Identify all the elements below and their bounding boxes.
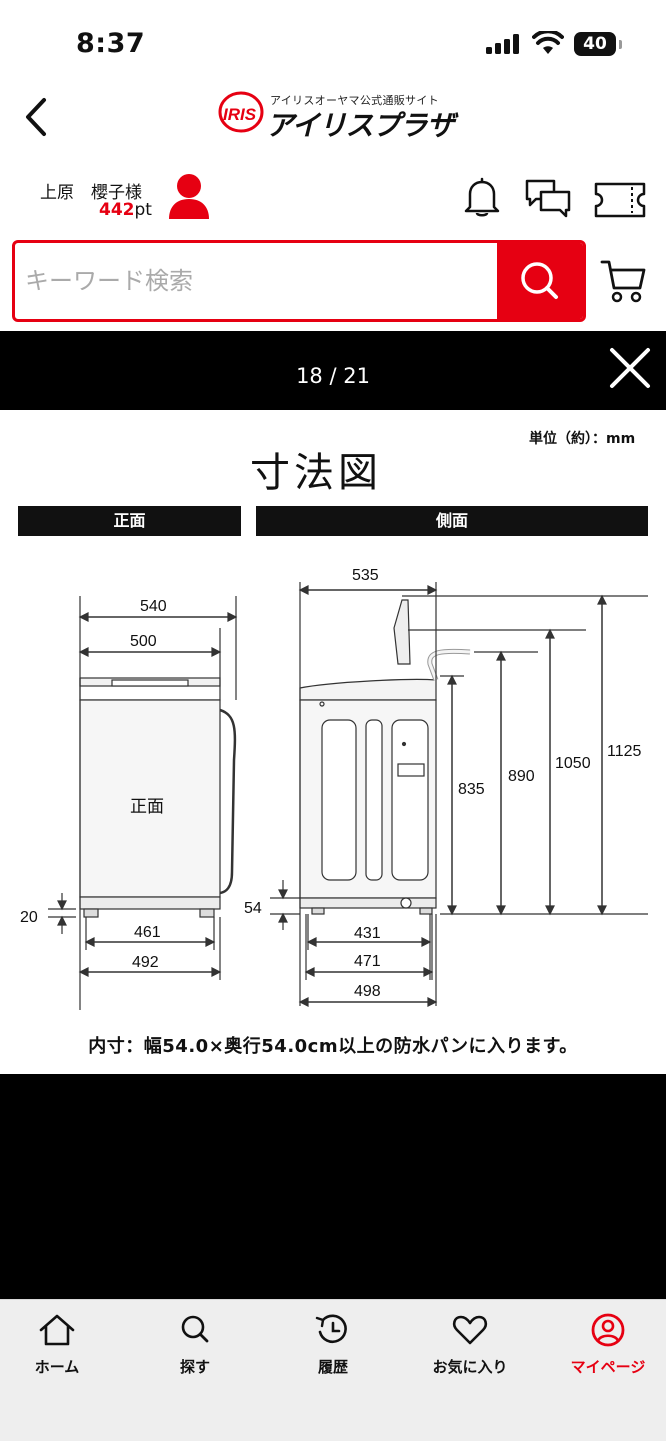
- viewer-background: [0, 1074, 666, 1300]
- bottom-navigation: ホーム 探す 履歴 お気に入り マイページ: [0, 1299, 666, 1441]
- back-button[interactable]: [18, 94, 58, 140]
- close-button[interactable]: [606, 344, 654, 392]
- nav-mypage[interactable]: マイページ: [548, 1300, 666, 1390]
- dim-front-20: 20: [20, 909, 38, 926]
- search-bar: [12, 240, 586, 322]
- nav-history[interactable]: 履歴: [273, 1300, 393, 1390]
- dim-side-890: 890: [508, 768, 535, 785]
- cart-icon[interactable]: [600, 258, 646, 304]
- nav-favorites[interactable]: お気に入り: [410, 1300, 530, 1390]
- dim-front-540: 540: [140, 598, 167, 615]
- home-icon: [39, 1314, 75, 1346]
- waterproof-pan-note: 内寸：幅54.0×奥行54.0cm以上の防水パンに入ります。: [88, 1036, 578, 1057]
- dim-front-500: 500: [130, 633, 157, 650]
- chat-icon[interactable]: [524, 178, 572, 218]
- user-avatar-icon[interactable]: [168, 172, 210, 220]
- points-unit: pt: [134, 200, 152, 220]
- search-input[interactable]: [15, 243, 509, 319]
- dim-side-431: 431: [354, 925, 381, 942]
- dim-side-1050: 1050: [555, 755, 591, 772]
- search-icon: [521, 262, 558, 299]
- diagram-title: 寸法図: [250, 450, 382, 496]
- points-value: 442: [99, 200, 135, 220]
- site-logo[interactable]: IRIS: [218, 88, 458, 144]
- nav-home-label: ホーム: [34, 1358, 80, 1376]
- dim-side-1125: 1125: [607, 743, 642, 760]
- image-viewer-bar: [0, 331, 666, 410]
- logo-subtitle: アイリスオーヤマ公式通販サイト: [270, 94, 439, 107]
- nav-home[interactable]: ホーム: [0, 1300, 117, 1390]
- nav-search[interactable]: 探す: [135, 1300, 255, 1390]
- dim-side-535: 535: [352, 567, 379, 584]
- washer-drawing: 540 500 正面 461 492 20 535 54 431 471 498…: [20, 567, 648, 1010]
- nav-mypage-label: マイページ: [570, 1358, 646, 1376]
- heart-icon: [452, 1315, 488, 1345]
- dim-front-461: 461: [134, 924, 161, 941]
- cellular-signal-icon: [486, 34, 519, 54]
- dim-side-835: 835: [458, 781, 485, 798]
- front-view-label: 正面: [18, 506, 241, 536]
- battery-icon: 40: [574, 32, 616, 56]
- battery-cap: [619, 40, 622, 49]
- search-icon: [181, 1315, 209, 1343]
- iris-logo-mark: IRIS: [218, 91, 264, 133]
- nav-search-label: 探す: [179, 1358, 210, 1376]
- side-view-label: 側面: [256, 506, 648, 536]
- wifi-icon: [532, 31, 564, 54]
- nav-history-label: 履歴: [317, 1358, 348, 1376]
- logo-title: アイリスプラザ: [266, 109, 455, 142]
- image-counter: 18 / 21: [296, 364, 370, 388]
- mypage-icon: [591, 1313, 625, 1347]
- logo-mark-text: IRIS: [223, 105, 257, 124]
- front-body-label: 正面: [130, 797, 164, 817]
- user-name: 上原 櫻子様: [40, 183, 142, 203]
- dim-side-471: 471: [354, 953, 381, 970]
- dim-front-492: 492: [132, 954, 159, 971]
- nav-favorites-label: お気に入り: [432, 1358, 508, 1376]
- status-time: 8:37: [76, 28, 146, 59]
- status-bar: 8:37 40: [0, 0, 666, 80]
- dim-side-498: 498: [354, 983, 381, 1000]
- unit-label: 単位（約）：mm: [529, 431, 636, 447]
- dim-side-54: 54: [244, 900, 262, 917]
- notification-bell-icon[interactable]: [462, 176, 502, 218]
- coupon-icon[interactable]: [594, 182, 646, 218]
- search-button[interactable]: [497, 243, 583, 319]
- user-points: 442pt: [99, 200, 152, 220]
- history-icon: [315, 1314, 347, 1344]
